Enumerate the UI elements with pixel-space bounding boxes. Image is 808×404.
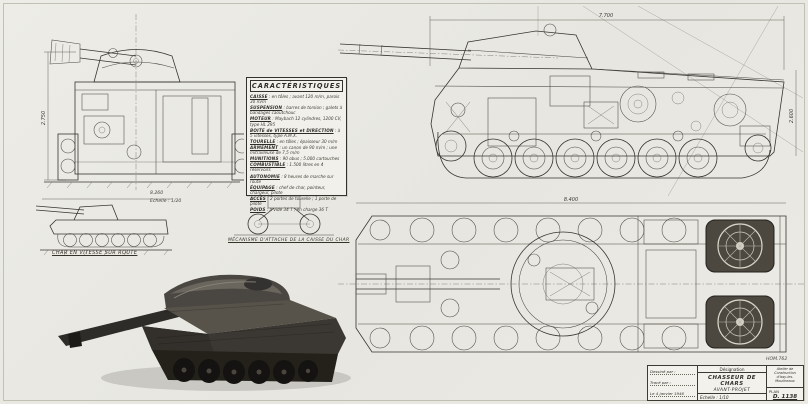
drawn-by-label: Dessiné par : [650,369,695,376]
table-row: BOITE de VITESSES et DIRECTION : à 5 vit… [250,127,341,138]
small-side-view [35,198,172,256]
table-row: POIDS : à vide 34 T ; en charge 36 T [250,207,328,213]
designation-title: CHASSEUR DE CHARS AVANT-PROJET [708,374,756,393]
suspension-detail-view [234,195,334,236]
sketch-wheels [173,358,318,384]
mechanism-caption: MÉCANISME D'ATTACHE DE LA CAISSE DU CHAR [228,238,350,243]
plan-number: D. 1138 [772,393,798,400]
front-section-view: 2.750 [41,14,244,190]
table-row: MUNITIONS : 90 obus ; 5.000 cartouches [250,156,340,162]
table-row: ÉQUIPAGE : chef de char, pointeur, charg… [250,184,326,195]
traced-by-label: Tracé par : [650,380,695,386]
speed-view-caption: CHAR EN VITESSE SUR ROUTE [52,250,138,256]
date-label: Le 4 janvier 1946 [650,391,695,397]
table-row: TOURELLE : en tôles ; épaisseur 30 m/m [250,138,338,144]
small-wheels [63,233,157,247]
table-row: COMBUSTIBLE : 1.500 litres en 4 réservoi… [250,162,324,173]
radiator-fan-units [705,219,775,349]
road-wheels [473,138,718,178]
top-plan-view: 8.400 [338,197,804,353]
scale-note: Echelle : 1/10 [698,393,766,400]
sheet-reference: HOM.762 [766,357,788,362]
perspective-sketch [58,274,351,391]
side-section-view: 7.700 [338,6,804,197]
characteristics-title: CARACTÉRISTIQUES [250,80,343,92]
side-length-dim: 7.700 [599,13,613,19]
signature-column: Dessiné par : Tracé par : Le 4 janvier 1… [648,366,698,400]
front-height-dim: 2.750 [41,111,47,125]
small-length-dim: 8.260 [150,191,164,196]
rear-height-dim: 2.600 [789,109,795,123]
title-block: Dessiné par : Tracé par : Le 4 janvier 1… [647,365,804,401]
designation-header: Désignation [698,366,766,373]
designation-column: Désignation CHASSEUR DE CHARS AVANT-PROJ… [698,366,767,400]
plan-number-cell: PLAN D. 1138 [767,388,803,400]
track-wheel-circles [369,217,759,351]
plan-length-dim: 8.400 [564,197,578,203]
small-scale-caption: Echelle : 1/20 [150,199,182,204]
table-row: ACCÈS : 2 portes de tourelle ; 1 porte d… [250,196,337,207]
maker-column: Atelier de Construction d'Issy-les-Mouli… [767,366,803,400]
table-row: MOTEUR : Maybach 12 cylindres, 1200 CV, … [250,116,342,127]
table-row: CAISSE : en tôles ; avant 120 m/m, paroi… [250,94,340,105]
characteristics-table: CARACTÉRISTIQUES CAISSE : en tôles ; ava… [246,77,347,212]
table-row: AUTONOMIE : 8 heures de marche sur route [250,173,334,184]
maker-name: Atelier de Construction d'Issy-les-Mouli… [767,366,803,388]
table-row: SUSPENSION : barres de torsion ; galets … [250,105,343,116]
table-row: ARMEMENT : un canon de 90 m/m ; une mitr… [250,145,338,156]
